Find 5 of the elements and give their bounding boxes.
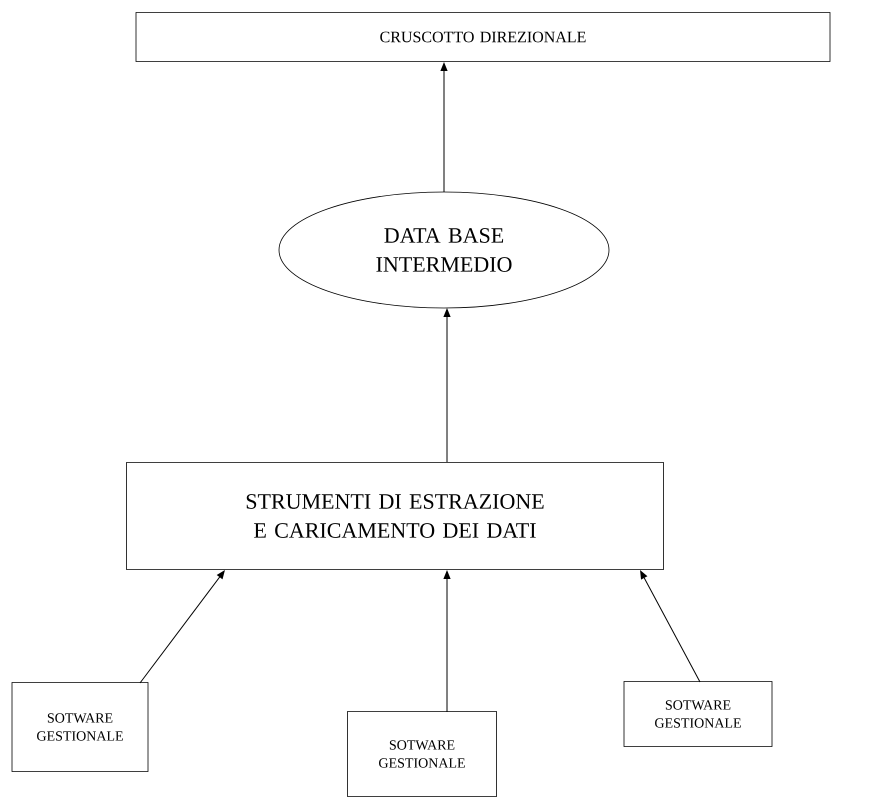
process-box: STRUMENTI DI ESTRAZIONE E CARICAMENTO DEI DATI (126, 462, 664, 570)
software-box: SOTWARE GESTIONALE (12, 682, 148, 772)
software-box: SOTWARE GESTIONALE (347, 711, 497, 797)
software-box: SOTWARE GESTIONALE (624, 681, 772, 747)
title-box: CRUSCOTTO DIREZIONALE (136, 12, 830, 62)
